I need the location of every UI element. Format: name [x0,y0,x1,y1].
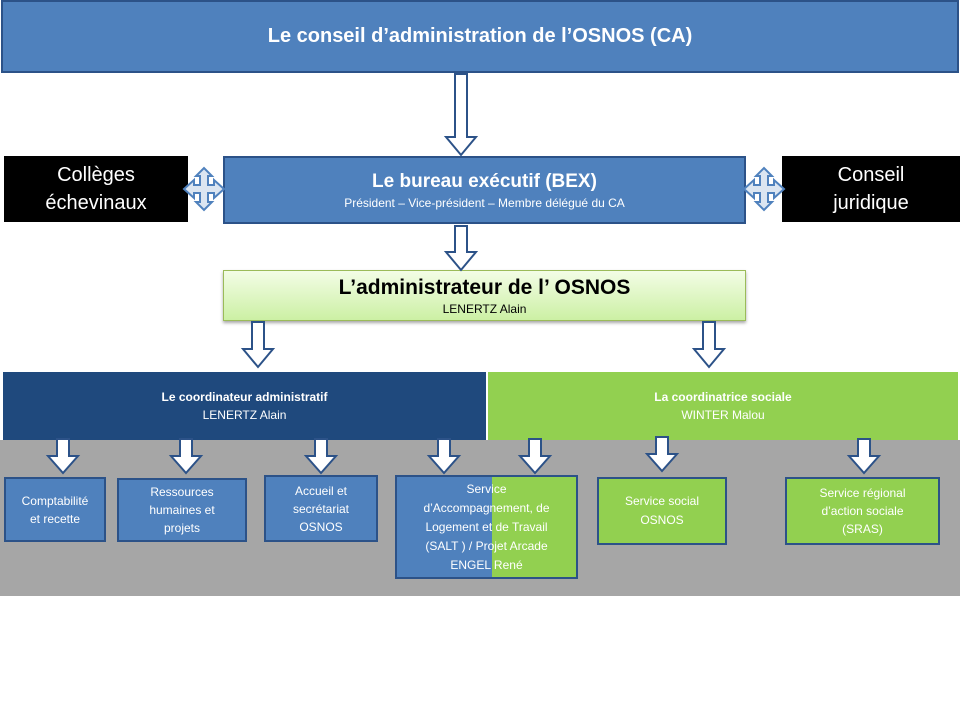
arrow-ca-to-bex [443,73,479,157]
coord-admin-name: LENERTZ Alain [202,408,287,422]
colleges-line1: Collèges [57,164,135,186]
arrow-to-salt-social [517,438,553,475]
arrow-to-sras [846,438,882,475]
arrow-to-accueil [303,438,339,475]
conseil-line1: Conseil [837,164,905,186]
compta-line2: et recette [29,511,81,526]
accueil-line2: secrétariat [292,501,350,516]
salt-line1: Service [466,481,507,496]
administrateur-name: LENERTZ Alain [442,301,527,316]
service-social-box: Service social OSNOS [597,477,727,545]
rh-line3: projets [163,521,201,535]
ca-title: Le conseil d’administration de l’OSNOS (… [267,25,693,47]
service-accueil-box: Accueil et secrétariat OSNOS [264,475,378,542]
rh-line2: humaines et [149,503,215,517]
four-way-arrow-right [742,166,786,212]
service-rh-box: Ressources humaines et projets [117,478,247,542]
conseil-juridique-box: Conseil juridique [782,156,960,222]
social-line2: OSNOS [640,513,684,527]
arrow-admin-to-coord-admin [240,321,276,369]
coord-social-name: WINTER Malou [681,408,765,422]
arrow-to-comptabilite [45,438,81,475]
arrow-bex-to-admin [443,225,479,272]
social-line1: Service social [624,494,700,508]
salt-line4: (SALT ) / Projet Arcade [425,538,548,553]
four-way-arrow-left [182,166,226,212]
salt-line5: ENGEL René [450,557,523,572]
conseil-line2: juridique [833,192,909,214]
bex-box: Le bureau exécutif (BEX) Président – Vic… [223,156,746,224]
administrateur-title: L’administrateur de l’ OSNOS [338,275,631,299]
service-comptabilite-box: Comptabilité et recette [4,477,106,542]
coord-admin-title: Le coordinateur administratif [161,390,328,404]
accueil-line1: Accueil et [294,483,348,498]
bex-title: Le bureau exécutif (BEX) [372,171,597,192]
ca-box: Le conseil d’administration de l’OSNOS (… [1,0,959,73]
colleges-box: Collèges échevinaux [4,156,188,222]
service-salt-box: Service d’Accompagnement, de Logement et… [395,475,578,579]
sras-line2: d’action sociale [821,504,904,518]
service-sras-box: Service régional d’action sociale (SRAS) [785,477,940,545]
arrow-to-salt-admin [426,438,462,475]
bex-subtitle: Président – Vice-président – Membre délé… [344,196,625,210]
sras-line3: (SRAS) [842,522,883,536]
arrow-to-rh [168,438,204,475]
administrateur-box: L’administrateur de l’ OSNOS LENERTZ Ala… [223,270,746,321]
coord-social-title: La coordinatrice sociale [654,390,792,404]
rh-line1: Ressources [150,485,214,499]
arrow-to-service-social [644,436,680,473]
arrow-admin-to-coord-social [691,321,727,369]
sras-line1: Service régional [819,486,906,500]
coordinateur-administratif-box: Le coordinateur administratif LENERTZ Al… [3,372,486,440]
compta-line1: Comptabilité [21,493,89,508]
coordinatrice-sociale-box: La coordinatrice sociale WINTER Malou [488,372,958,440]
accueil-line3: OSNOS [299,519,343,534]
colleges-line2: échevinaux [45,192,147,214]
salt-line2: d’Accompagnement, de [423,500,550,515]
salt-line3: Logement et de Travail [425,519,548,534]
